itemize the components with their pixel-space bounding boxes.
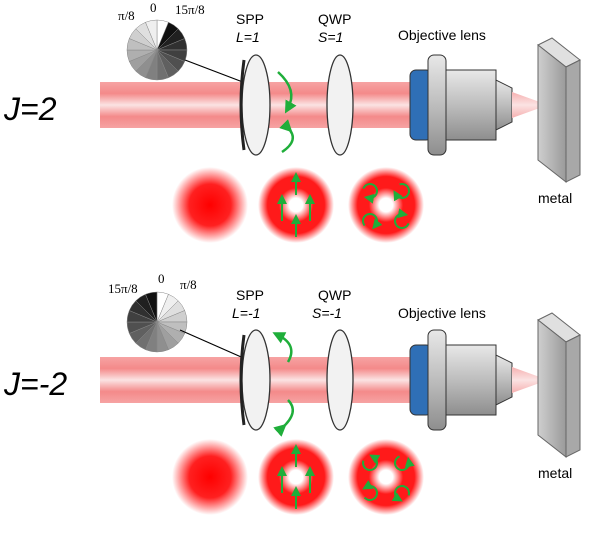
vortex-beam-linear: [258, 439, 334, 515]
circular-polarization-arrow: [362, 454, 381, 471]
circular-polarization-arrow: [362, 213, 383, 230]
spp-title: SPP: [236, 287, 264, 303]
circular-polarization-arrow: [394, 455, 415, 471]
qwp-param: S=1: [318, 29, 343, 45]
circular-polarization-arrow: [394, 208, 410, 229]
spp-title: SPP: [236, 11, 264, 27]
objective-label: Objective lens: [398, 27, 486, 43]
panel-bottom: J=-2 15π/8 0 π/8 SPP L=-1 QWP S=-1 Objec…: [3, 271, 581, 515]
circular-polarization-arrow: [393, 183, 410, 202]
phase-wheel: [126, 19, 188, 81]
metal-block: [537, 312, 581, 459]
focused-beam: [512, 92, 548, 118]
spp-plate: [241, 329, 271, 431]
objective-lens: [409, 54, 513, 156]
wheel-sector: [145, 19, 158, 51]
vortex-beam-circular: [348, 167, 424, 243]
wheel-label-left: π/8: [118, 8, 135, 23]
polarization-arrows: [277, 444, 415, 509]
wheel-label-mid: 0: [150, 0, 157, 15]
spp-plate: [241, 54, 271, 156]
metal-block: [537, 37, 581, 184]
gaussian-spot: [172, 439, 248, 515]
wheel-sector: [145, 291, 158, 323]
qwp-title: QWP: [318, 11, 351, 27]
spp-edge: [239, 59, 246, 151]
wheel-label-left: 15π/8: [108, 281, 138, 296]
gaussian-spot: [172, 167, 248, 243]
j-label: J=-2: [3, 366, 67, 402]
wheel-label-right: 15π/8: [175, 2, 205, 17]
panel-top: J=2 π/8 0 15π/8 SPP L=1 QWP S=1 Objectiv…: [3, 0, 581, 243]
circular-polarization-arrow: [362, 183, 378, 204]
qwp-plate: [326, 54, 354, 156]
objective-label: Objective lens: [398, 305, 486, 321]
phase-wheel: [126, 291, 188, 353]
qwp-title: QWP: [318, 287, 351, 303]
vortex-beam-linear: [258, 167, 334, 243]
wheel-label-right: π/8: [180, 277, 197, 292]
metal-label: metal: [538, 190, 572, 206]
rotation-arrow-upper: [277, 71, 297, 114]
vortex-beam-circular: [348, 439, 424, 515]
qwp-plate: [326, 329, 354, 431]
j-label: J=2: [3, 91, 57, 127]
focused-beam: [512, 367, 548, 393]
circular-polarization-arrow: [391, 485, 410, 502]
spp-param: L=-1: [232, 305, 260, 321]
wheel-label-mid: 0: [158, 271, 165, 286]
metal-label: metal: [538, 465, 572, 481]
rotation-arrow-lower: [279, 119, 295, 154]
polarization-arrows: [277, 172, 410, 237]
rotation-arrow-lower: [273, 399, 295, 437]
spp-edge: [239, 334, 246, 426]
pointer-arrow: [184, 59, 250, 86]
circular-polarization-arrow: [362, 480, 378, 501]
pointer-arrow: [179, 329, 250, 361]
rotation-arrow-upper: [272, 332, 293, 363]
objective-lens: [409, 329, 513, 431]
qwp-param: S=-1: [312, 305, 342, 321]
spp-param: L=1: [236, 29, 260, 45]
